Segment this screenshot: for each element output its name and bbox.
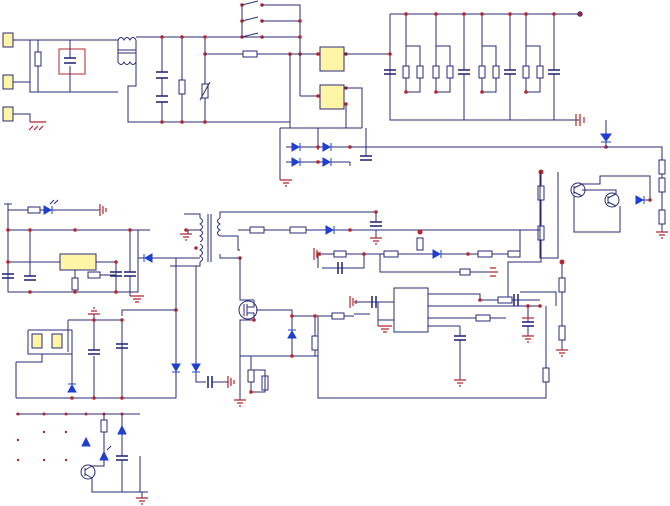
opto-terminal-b	[51, 333, 63, 349]
aux-regulator-ic	[59, 253, 97, 271]
regulator-modules	[289, 46, 390, 150]
series-resistor	[242, 50, 258, 58]
common-mode-choke	[117, 37, 137, 65]
secondary-circuit	[238, 172, 559, 277]
status-led	[43, 205, 53, 215]
input-terminal-1	[2, 32, 14, 48]
regulator-module-2	[319, 84, 345, 110]
auxiliary-regulator	[2, 199, 200, 303]
pwm-controller-ic	[393, 287, 429, 333]
input-terminal-2	[2, 74, 14, 90]
mosfet-stage	[234, 258, 354, 407]
pwm-controller	[317, 259, 568, 399]
bridge-rectifier	[279, 120, 612, 187]
regulator-module-1	[319, 46, 345, 72]
input-terminal-3	[2, 106, 14, 122]
emi-filter-box	[58, 48, 86, 75]
mains-input-section	[2, 32, 300, 131]
feedback-transistor-network	[507, 146, 668, 298]
input-resistor	[34, 51, 42, 67]
optocoupler-section	[15, 258, 235, 400]
indicator-bus	[16, 412, 148, 505]
output-capacitor-bank	[384, 11, 585, 126]
relay-switch-bank	[240, 0, 302, 56]
main-transformer	[170, 211, 350, 267]
ground-symbol	[28, 121, 46, 131]
opto-terminal-a	[31, 333, 43, 349]
bleeder-resistor	[178, 79, 186, 95]
